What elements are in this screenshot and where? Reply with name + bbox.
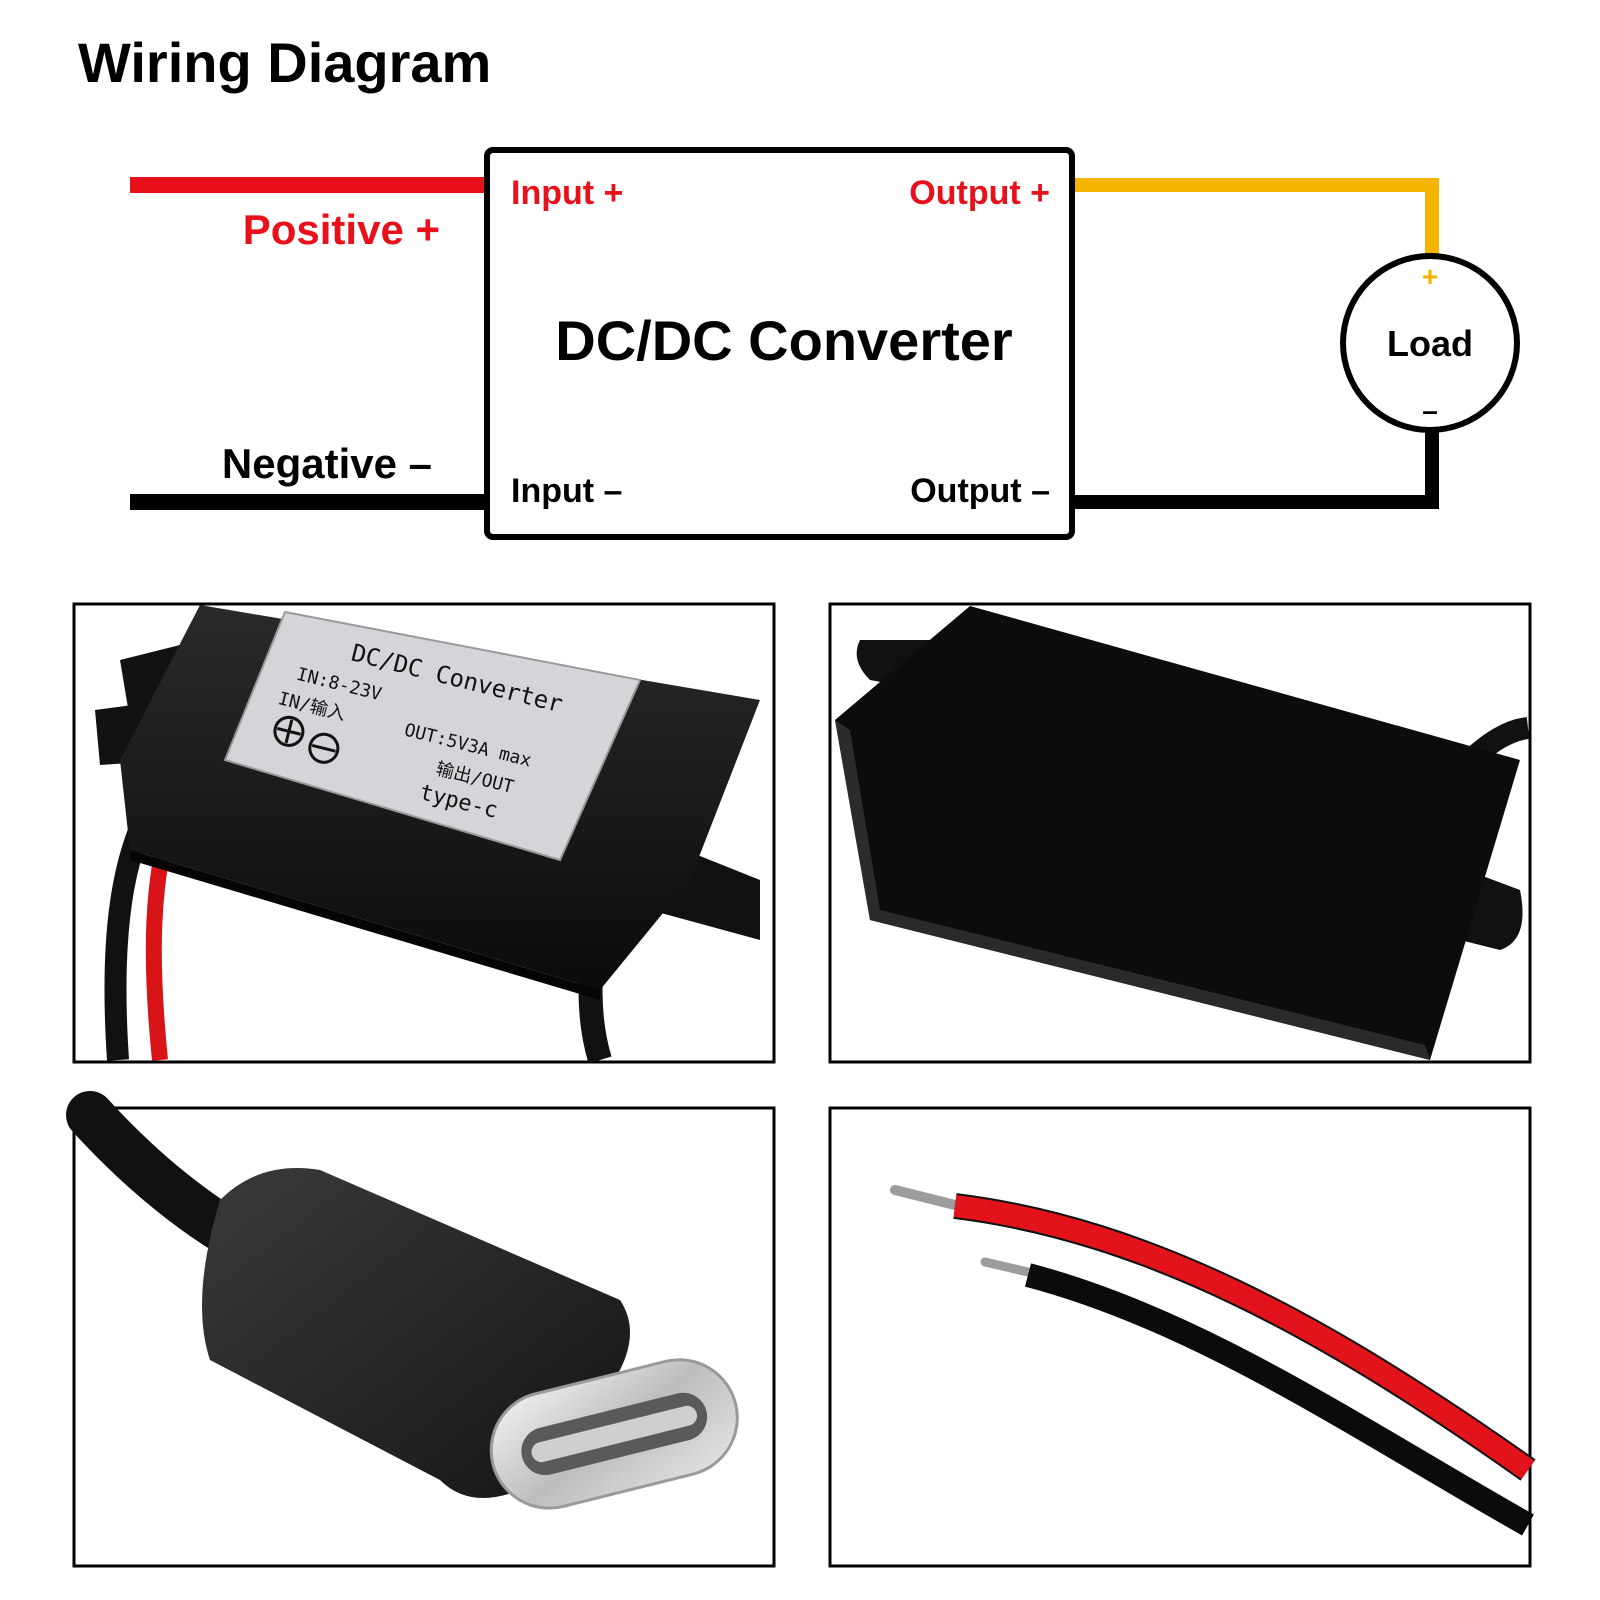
input-negative-label: Input – (511, 472, 622, 510)
load-minus: – (1422, 395, 1438, 426)
load-circle (1340, 253, 1520, 433)
output-negative-label: Output – (910, 472, 1050, 510)
positive-label: Positive + (243, 206, 440, 253)
photo-usb-c-plug (66, 1091, 776, 1568)
photo-converter-front: DC/DC Converter IN:8-23V IN/输入 OUT:5V3A … (72, 602, 776, 1064)
negative-label: Negative – (222, 440, 432, 487)
converter-name: DC/DC Converter (555, 309, 1012, 372)
load-label: Load (1387, 323, 1473, 364)
photo-wire-ends (828, 1106, 1536, 1568)
diagram-title: Wiring Diagram (78, 31, 491, 94)
minus-symbol-icon (308, 732, 340, 764)
photo-converter-back (828, 602, 1532, 1064)
output-negative-wire (1072, 430, 1439, 509)
load-plus: + (1422, 261, 1438, 292)
plus-symbol-icon (273, 715, 305, 747)
output-positive-wire (1072, 178, 1439, 258)
input-positive-label: Input + (511, 174, 623, 212)
converter-box (484, 147, 1075, 540)
output-positive-label: Output + (909, 174, 1050, 212)
